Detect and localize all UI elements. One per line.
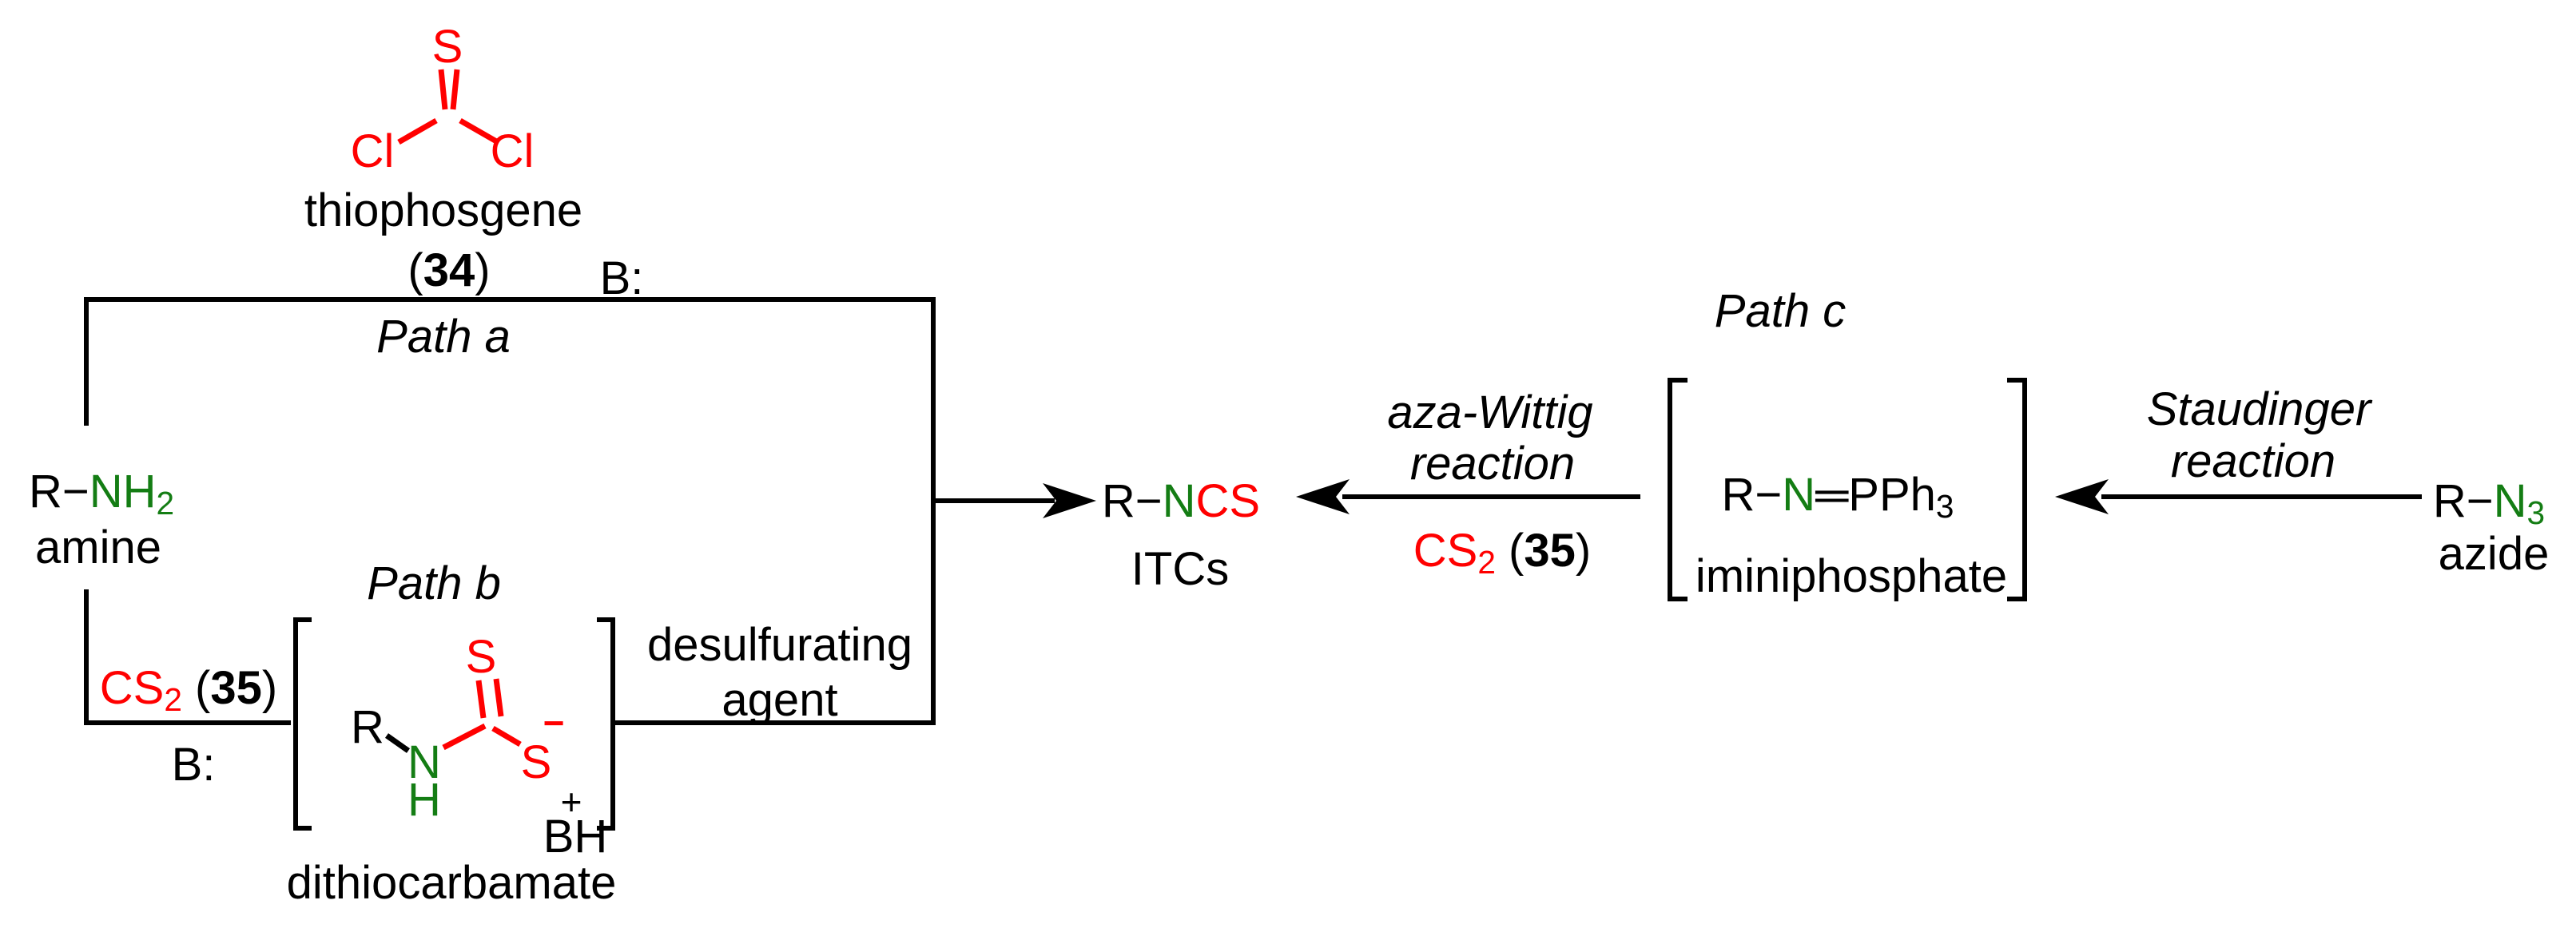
- dithiocarbamate-sulfur-atom-top: S: [465, 631, 497, 683]
- dithiocarbamate-plus-charge: +: [560, 781, 582, 823]
- dithiocarbamate-hydrogen-atom: H: [407, 774, 441, 826]
- staudinger-label-line1: Staudinger: [2146, 383, 2371, 435]
- iminiphosphate-label: iminiphosphate: [1695, 550, 2008, 602]
- thiophosgene-c-cl-bond-left: [397, 117, 438, 145]
- itcs-formula: R−NCS: [1101, 475, 1261, 527]
- iminiphosphate-formula: R−N═PPh3: [1721, 469, 1954, 525]
- dithiocarbamate-c-s-bond: [491, 725, 522, 748]
- itcs-label: ITCs: [1131, 543, 1230, 595]
- thiophosgene-c-cl-bond-right: [459, 117, 499, 145]
- aza-wittig-arrowhead-icon: [1296, 479, 1350, 514]
- dithiocarbamate-bracket-left: [293, 617, 312, 831]
- azide-formula: R−N3: [2432, 475, 2546, 531]
- cs2-reagent-label-right: CS2 (35): [1413, 525, 1592, 581]
- dithiocarbamate-r-group: R: [351, 701, 384, 753]
- dithiocarbamate-sulfur-atom-anion: S: [520, 736, 552, 788]
- dithiocarbamate-label: dithiocarbamate: [286, 857, 617, 909]
- dithiocarbamate-n-c-bond: [442, 723, 487, 751]
- dithiocarbamate-bh-group: BH: [543, 811, 608, 863]
- thiophosgene-name-label: thiophosgene: [304, 184, 583, 236]
- azide-label: azide: [2438, 528, 2550, 580]
- dithiocarbamate-cs-double-bond-1: [475, 680, 487, 719]
- staudinger-arrowhead-icon: [2055, 479, 2109, 514]
- aza-wittig-label-line2: reaction: [1409, 438, 1576, 490]
- iminiphosphate-bracket-right: [2007, 378, 2027, 601]
- path-a-label: Path a: [376, 311, 511, 363]
- path-b-label: Path b: [367, 557, 501, 609]
- base-label-bottom: B:: [171, 739, 216, 791]
- dithiocarbamate-minus-charge: −: [543, 702, 565, 744]
- dithiocarbamate-cs-double-bond-2: [493, 678, 504, 717]
- amine-label: amine: [35, 522, 161, 573]
- thiophosgene-chlorine-atom-right: Cl: [490, 125, 535, 177]
- base-label-top: B:: [599, 252, 644, 304]
- desulfurating-agent-label-line1: desulfurating: [646, 619, 913, 671]
- thiophosgene-number-label: (34): [407, 244, 491, 296]
- thiophosgene-sulfur-atom: S: [431, 21, 463, 73]
- path-c-label: Path c: [1714, 285, 1847, 337]
- cs2-reagent-label-left: CS2 (35): [99, 662, 278, 718]
- dithiocarbamate-r-n-bond: [384, 733, 411, 753]
- thiophosgene-chlorine-atom-left: Cl: [350, 125, 395, 177]
- aza-wittig-label-line1: aza-Wittig: [1387, 387, 1593, 438]
- thiophosgene-cs-double-bond-1: [438, 69, 448, 110]
- dithiocarbamate-bracket-right: [597, 617, 615, 831]
- iminiphosphate-bracket-left: [1668, 378, 1688, 601]
- amine-formula: R−NH2: [28, 466, 175, 522]
- dithiocarbamate-nitrogen-atom: N: [407, 736, 441, 788]
- desulfurating-agent-label-line2: agent: [722, 674, 838, 726]
- staudinger-label-line2: reaction: [2170, 435, 2336, 487]
- itcs-arrowhead-icon: [1043, 483, 1096, 518]
- thiophosgene-cs-double-bond-2: [450, 69, 460, 110]
